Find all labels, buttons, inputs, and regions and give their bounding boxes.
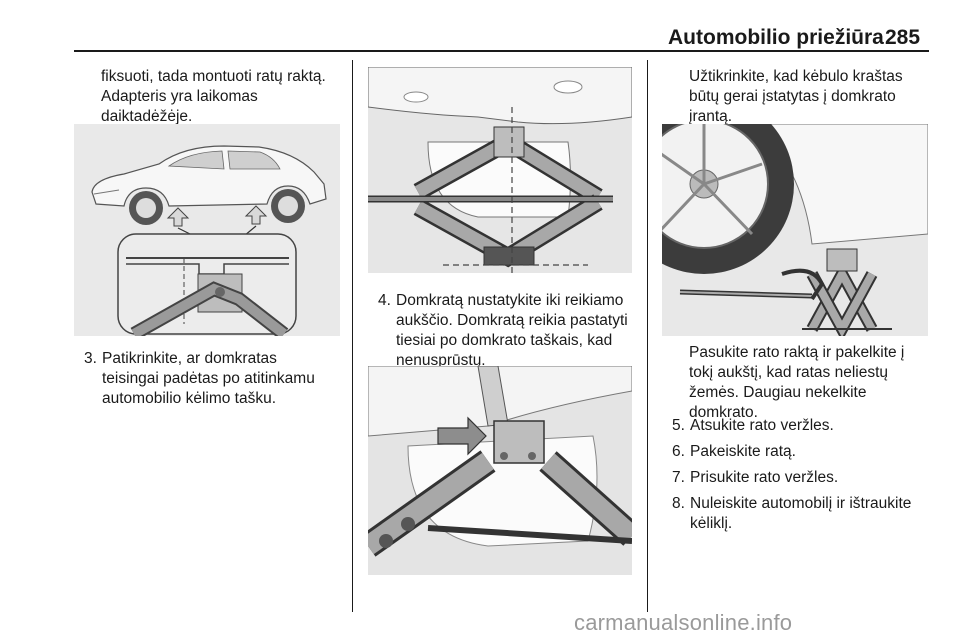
- step-3: 3. Patikrinkite, ar domkratas teisingai …: [84, 350, 315, 407]
- jack-seat-closeup-illustration: [368, 366, 632, 575]
- step-4: 4. Domkratą nustatykite iki reikiamo auk…: [378, 292, 628, 369]
- col3-note-text: Pasukite rato raktą ir pakelkite į tokį …: [689, 344, 905, 421]
- step-7: 7. Prisukite rato veržles.: [672, 469, 839, 486]
- col1-intro-text: fiksuoti, tada montuoti ratų raktą. Adap…: [101, 68, 326, 125]
- page-title: Automobilio priežiūra: [668, 26, 884, 49]
- header-rule: [74, 50, 929, 52]
- wheel-lift-illustration: [662, 124, 928, 336]
- column-divider: [352, 60, 353, 612]
- jack-positioning-illustration: [368, 67, 632, 273]
- col3-intro-text: Užtikrinkite, kad kėbulo kraštas būtų ge…: [689, 68, 903, 125]
- car-jack-points-illustration: [74, 124, 340, 336]
- step-5: 5. Atsukite rato veržles.: [672, 417, 834, 434]
- step-8: 8. Nuleiskite automobilį ir ištraukite k…: [672, 495, 912, 532]
- column-divider: [647, 60, 648, 612]
- page-number: 285: [885, 26, 921, 49]
- watermark-link[interactable]: carmanualsonline.info: [574, 610, 793, 635]
- step-6: 6. Pakeiskite ratą.: [672, 443, 796, 460]
